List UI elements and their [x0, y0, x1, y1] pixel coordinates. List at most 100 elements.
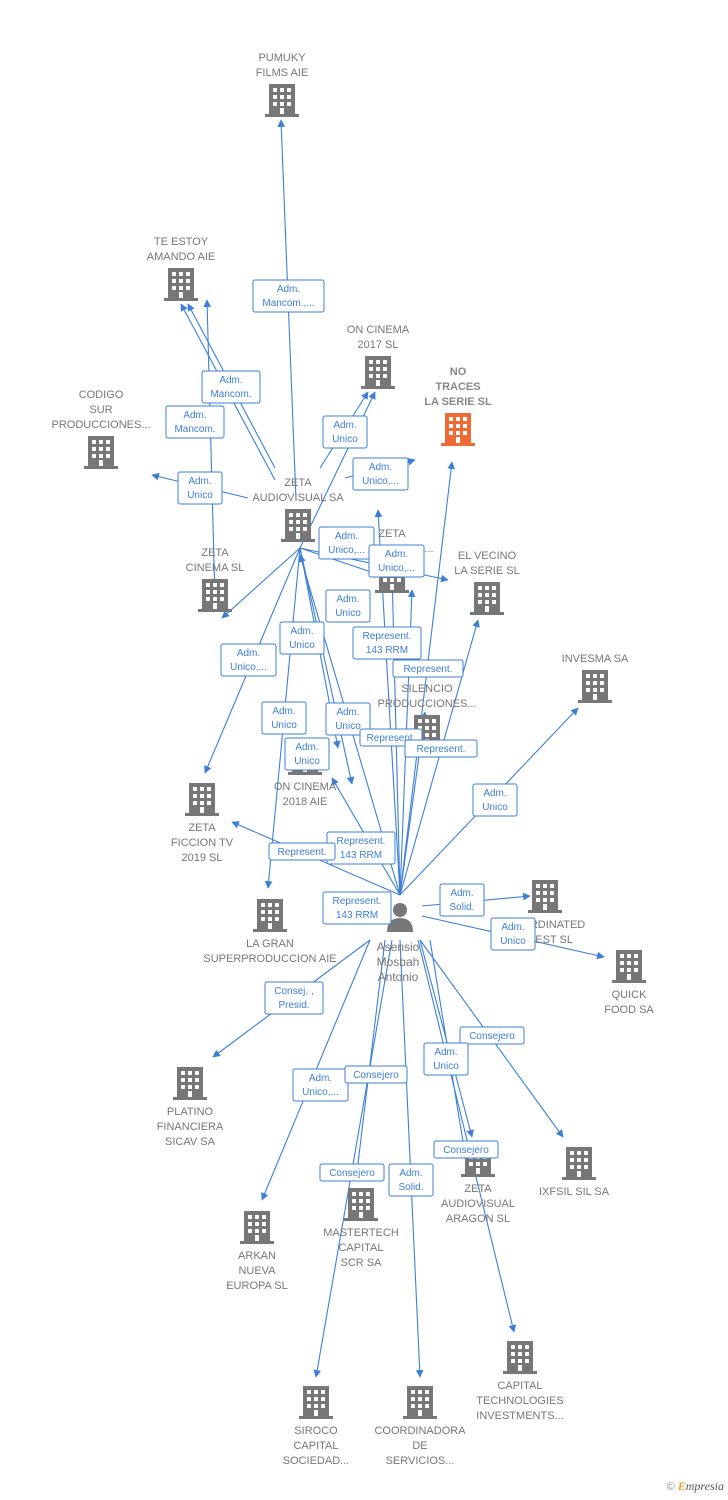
role-label-r-zaud2-a[interactable]: Adm.Unico,... — [318, 526, 375, 560]
role-box[interactable] — [292, 1068, 349, 1102]
company-name-line[interactable]: CAPITAL — [338, 1242, 383, 1254]
building-icon[interactable] — [281, 509, 315, 542]
company-name-line[interactable]: AMANDO AIE — [147, 251, 215, 263]
company-name-line[interactable]: NUEVA — [238, 1265, 276, 1277]
role-box[interactable] — [264, 981, 324, 1015]
role-label-r-rep-1[interactable]: Represent. — [392, 659, 464, 678]
company-name-line[interactable]: SIROCO — [294, 1425, 338, 1437]
building-icon[interactable] — [441, 413, 475, 446]
role-label-r-zaud-4[interactable]: Adm.Unico — [284, 737, 330, 771]
company-name-line[interactable]: CINEMA SL — [186, 562, 245, 574]
role-label-r-silencio-a[interactable]: Adm.Unico — [325, 589, 371, 623]
role-label-r-lagran-rrm[interactable]: Represent.143 RRM — [322, 891, 392, 925]
person-icon[interactable] — [387, 918, 413, 932]
building-icon[interactable] — [265, 84, 299, 117]
person-name-line[interactable]: Asensio — [377, 940, 420, 954]
role-label-r-coordinadora[interactable]: Adm.Solid. — [388, 1163, 434, 1197]
role-box[interactable] — [439, 883, 485, 917]
company-name-line[interactable]: TECHNOLOGIES — [476, 1395, 563, 1407]
company-node-coordinadora[interactable]: COORDINADORADESERVICIOS... — [374, 1386, 466, 1467]
building-icon[interactable] — [84, 436, 118, 469]
role-box[interactable] — [322, 891, 392, 925]
role-label-r-te-estoy-1[interactable]: Adm.Mancom. — [201, 370, 261, 404]
company-node-silencio[interactable]: SILENCIO PRODUCCIONES... — [377, 683, 477, 748]
role-box[interactable] — [252, 279, 325, 313]
role-label-r-on2018-rrm[interactable]: Represent.143 RRM — [326, 831, 396, 865]
company-name-line[interactable]: AUDIOVISUAL — [441, 1198, 515, 1210]
role-box[interactable] — [423, 1042, 469, 1076]
company-name-line[interactable]: NO — [450, 366, 467, 378]
company-name-line[interactable]: ARAGON SL — [446, 1213, 510, 1225]
company-name-line[interactable]: PRODUCCIONES... — [51, 419, 150, 431]
role-box[interactable] — [352, 626, 422, 660]
building-icon[interactable] — [173, 1067, 207, 1100]
building-icon[interactable] — [470, 582, 504, 615]
company-name-line[interactable]: SOCIEDAD... — [283, 1455, 350, 1467]
company-name-line[interactable]: ZETA — [201, 547, 229, 559]
role-label-r-arkan[interactable]: Adm.Unico,... — [292, 1068, 349, 1102]
role-box[interactable] — [177, 471, 223, 505]
company-name-line[interactable]: LA SERIE SL — [424, 396, 492, 408]
company-name-line[interactable]: FILMS AIE — [256, 67, 309, 79]
role-label-r-codigo[interactable]: Adm.Unico — [177, 471, 223, 505]
person-icon-head[interactable] — [393, 903, 407, 917]
company-name-line[interactable]: 2019 SL — [182, 852, 223, 864]
company-name-line[interactable]: CAPITAL — [497, 1380, 542, 1392]
role-box[interactable] — [433, 1140, 499, 1159]
company-name-line[interactable]: TRACES — [435, 381, 480, 393]
company-name-line[interactable]: TE ESTOY — [154, 236, 209, 248]
role-label-r-notraces[interactable]: Adm.Unico,... — [352, 457, 409, 491]
company-name-line[interactable]: ON CINEMA — [274, 781, 337, 793]
company-node-te-estoy[interactable]: TE ESTOY AMANDO AIE — [147, 236, 215, 301]
company-name-line[interactable]: INVESMA SA — [562, 653, 629, 665]
role-label-r-zaud-2[interactable]: Adm.Unico — [325, 702, 371, 736]
role-label-r-zaud2-b[interactable]: Adm.Unico,... — [368, 544, 425, 578]
brand-logo[interactable]: Empresia — [678, 1479, 724, 1493]
company-name-line[interactable]: SICAV SA — [165, 1136, 216, 1148]
role-box[interactable] — [392, 659, 464, 678]
building-icon[interactable] — [299, 1386, 333, 1419]
role-label-r-zaud-rrm[interactable]: Represent.143 RRM — [352, 626, 422, 660]
company-name-line[interactable]: FOOD SA — [604, 1004, 654, 1016]
company-name-line[interactable]: 2017 SL — [358, 339, 399, 351]
company-node-invesma[interactable]: INVESMA SA — [562, 653, 629, 703]
company-name-line[interactable]: AUDIOVISUAL SA — [252, 492, 344, 504]
role-label-r-siroco[interactable]: Consejero — [319, 1163, 385, 1182]
role-box[interactable] — [220, 643, 277, 677]
role-box[interactable] — [165, 405, 225, 439]
role-box[interactable] — [261, 701, 307, 735]
company-name-line[interactable]: SERVICIOS... — [386, 1455, 455, 1467]
company-node-zeta-audiovisual[interactable]: ZETA AUDIOVISUAL SA — [252, 477, 344, 542]
role-label-r-te-estoy-2[interactable]: Adm.Mancom. — [165, 405, 225, 439]
company-name-line[interactable]: PRODUCCIONES... — [377, 698, 476, 710]
role-label-r-zaud-1[interactable]: Adm.Unico — [279, 621, 325, 655]
company-name-line[interactable]: ZETA — [284, 477, 312, 489]
company-node-codigo-sur[interactable]: CODIGOSURPRODUCCIONES... — [51, 389, 151, 469]
company-node-siroco[interactable]: SIROCO CAPITAL SOCIEDAD... — [283, 1386, 350, 1467]
role-box[interactable] — [388, 1163, 434, 1197]
company-node-ixfsil[interactable]: IXFSIL SIL SA — [539, 1147, 610, 1198]
role-label-r-coord-b[interactable]: Adm.Unico — [490, 917, 536, 951]
role-box[interactable] — [325, 702, 371, 736]
company-name-line[interactable]: CAPITAL — [293, 1440, 338, 1452]
role-box[interactable] — [279, 621, 325, 655]
building-icon[interactable] — [198, 579, 232, 612]
role-box[interactable] — [322, 415, 368, 449]
company-name-line[interactable]: DE — [412, 1440, 427, 1452]
company-node-el-vecino[interactable]: EL VECINO LA SERIE SL — [454, 550, 520, 615]
company-name-line[interactable]: ZETA — [378, 528, 406, 540]
company-name-line[interactable]: ON CINEMA — [347, 324, 410, 336]
role-label-r-consejero-2[interactable]: Consejero — [344, 1065, 408, 1084]
role-box[interactable] — [368, 544, 425, 578]
role-label-r-zaud-3[interactable]: Adm.Unico — [261, 701, 307, 735]
company-name-line[interactable]: SILENCIO — [401, 683, 453, 695]
company-name-line[interactable]: LA SERIE SL — [454, 565, 519, 577]
role-box[interactable] — [404, 739, 478, 758]
company-name-line[interactable]: EUROPA SL — [226, 1280, 288, 1292]
company-name-line[interactable]: EL VECINO — [458, 550, 517, 562]
company-node-no-traces[interactable]: NO TRACES LA SERIE SL — [424, 366, 492, 446]
company-node-capital-tech[interactable]: CAPITALTECHNOLOGIESINVESTMENTS... — [476, 1341, 564, 1422]
